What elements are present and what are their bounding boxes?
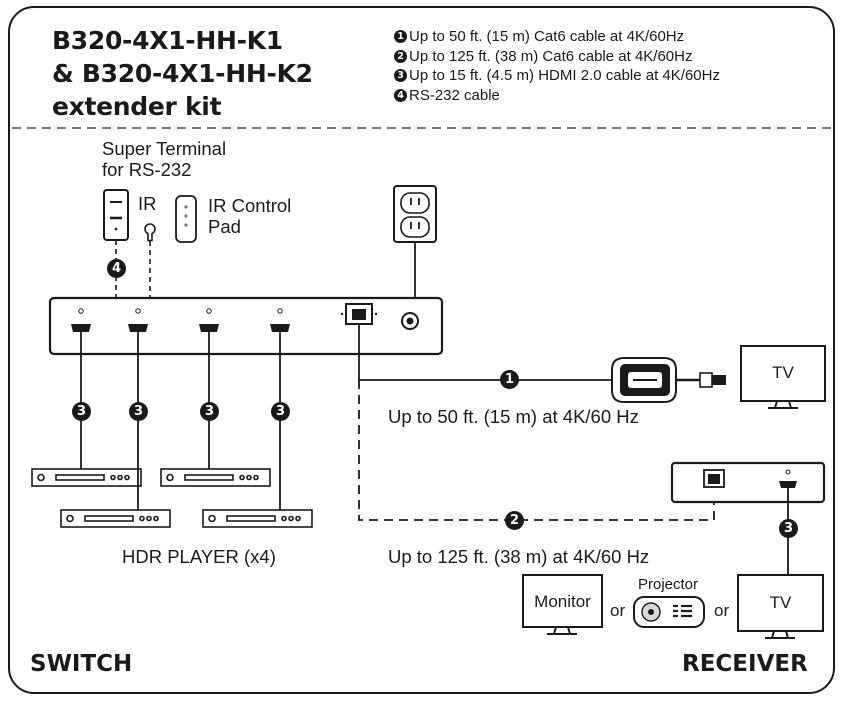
monitor-icon [522,574,603,635]
title-line-3: extender kit [52,92,222,121]
cat6-cable-125ft [358,380,715,521]
or-label-1: or [610,601,626,620]
tv-bottom-label: TV [769,593,792,612]
tv-bottom-icon [737,574,824,639]
cable-legend: 1 Up to 50 ft. (15 m) Cat6 cable at 4K/6… [394,27,720,105]
or-label-2: or [714,601,730,620]
ir-control-pad-line-1: IR Control [208,195,292,216]
diagram-frame [8,6,835,694]
ir-remote-icon [175,195,197,243]
super-terminal-label: Super Terminal for RS-232 [102,138,226,180]
legend-text-3: Up to 15 ft. (4.5 m) HDMI 2.0 cable at 4… [409,67,720,84]
legend-item-4: 4 RS-232 cable [394,86,720,106]
receiver-dongle [611,357,726,403]
run-50ft-label: Up to 50 ft. (15 m) at 4K/60 Hz [388,406,639,427]
title-line-1: B320-4X1-HH-K1 [52,26,283,55]
monitor-label: Monitor [534,592,591,611]
legend-number-2: 2 [394,49,407,63]
receiver-section-label: RECEIVER [682,651,808,677]
kit-title: B320-4X1-HH-K1 & B320-4X1-HH-K2 extender… [52,24,313,123]
callout-2-cat6: 2 [505,511,524,530]
legend-number-3: 3 [394,69,407,83]
legend-item-1: 1 Up to 50 ft. (15 m) Cat6 cable at 4K/6… [394,27,720,47]
legend-text-4: RS-232 cable [409,86,500,104]
projector-icon [633,596,705,628]
ir-control-pad-label: IR Control Pad [208,195,291,237]
hdr-player-2 [60,509,171,528]
callout-3-hdmi-receiver: 3 [779,519,798,538]
tv-top-label: TV [772,363,794,382]
switch-section-label: SWITCH [30,651,133,677]
computer-icon [103,189,129,241]
power-outlet-icon [393,185,437,243]
callout-1-cat6: 1 [500,370,519,389]
hdr-player-label: HDR PLAYER (x4) [122,546,276,567]
receiver-unit [670,461,826,504]
switch-unit [48,296,444,356]
legend-number-1: 1 [394,30,407,44]
ir-label: IR [138,193,157,214]
hdr-player-3 [160,468,271,487]
projector-label: Projector [638,576,699,593]
legend-text-1: Up to 50 ft. (15 m) Cat6 cable at 4K/60H… [409,28,685,45]
callout-3-hdmi-4: 3 [271,402,290,421]
legend-item-3: 3 Up to 15 ft. (4.5 m) HDMI 2.0 cable at… [394,66,720,86]
super-terminal-line-1: Super Terminal [102,138,227,159]
callout-3-hdmi-1: 3 [72,402,91,421]
callout-4-rs232: 4 [107,259,126,278]
legend-text-2: Up to 125 ft. (38 m) Cat6 cable at 4K/60… [409,47,693,65]
ir-sensor-icon [144,223,156,242]
hdr-player-4 [202,509,313,528]
legend-item-2: 2 Up to 125 ft. (38 m) Cat6 cable at 4K/… [394,47,720,67]
super-terminal-line-2: for RS-232 [102,159,192,180]
callout-3-hdmi-3: 3 [200,402,219,421]
tv-top-icon [740,345,826,409]
title-line-2: & B320-4X1-HH-K2 [52,59,313,88]
ir-control-pad-line-2: Pad [208,216,241,237]
callout-3-hdmi-2: 3 [129,402,148,421]
legend-number-4: 4 [394,88,407,102]
hdr-player-1 [31,468,142,487]
run-125ft-label: Up to 125 ft. (38 m) at 4K/60 Hz [388,546,650,567]
